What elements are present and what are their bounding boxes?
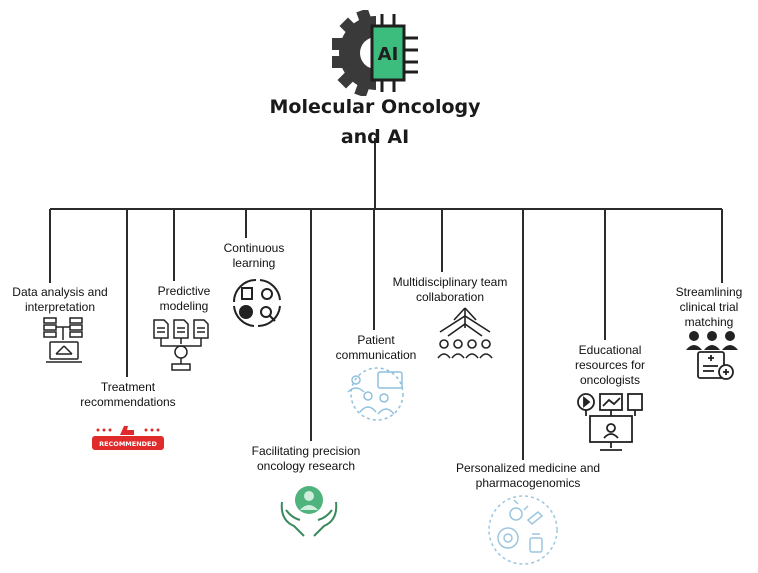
- recommended-badge-icon: RECOMMENDED: [92, 426, 164, 450]
- learning-cycle-icon: [233, 279, 281, 328]
- hands-holding-doctor-icon: [280, 486, 338, 537]
- clinical-trial-matching-icon: [686, 331, 738, 380]
- personalized-medicine-icon: [488, 495, 558, 565]
- label-clinical-trial: Streamlining clinical trial matching: [675, 285, 743, 329]
- documents-to-model-icon: [153, 319, 209, 371]
- title-line-1: Molecular Oncology: [269, 96, 481, 118]
- label-multidisciplinary: Multidisciplinary team collaboration: [392, 275, 508, 304]
- educational-monitor-icon: [577, 393, 643, 451]
- diagram-title: Molecular Oncology and AI: [240, 92, 510, 152]
- database-network-laptop-icon: [43, 317, 83, 363]
- logo-ai-text: AI: [378, 44, 399, 65]
- label-predictive: Predictive modeling: [157, 284, 211, 313]
- team-collaboration-icon: [437, 307, 493, 359]
- label-personalized: Personalized medicine and pharmacogenomi…: [455, 461, 601, 490]
- patient-communication-icon: [347, 367, 404, 421]
- ai-chip-gear-icon: AI: [332, 10, 418, 96]
- label-patient: Patient communication: [335, 333, 417, 362]
- label-data-analysis: Data analysis and interpretation: [12, 285, 108, 314]
- label-treatment: Treatment recommendations: [80, 380, 176, 409]
- recommended-badge-text: RECOMMENDED: [99, 440, 157, 448]
- title-line-2: and AI: [340, 126, 410, 148]
- label-precision: Facilitating precision oncology research: [251, 444, 361, 473]
- label-continuous: Continuous learning: [223, 241, 285, 270]
- label-educational: Educational resources for oncologists: [574, 343, 646, 387]
